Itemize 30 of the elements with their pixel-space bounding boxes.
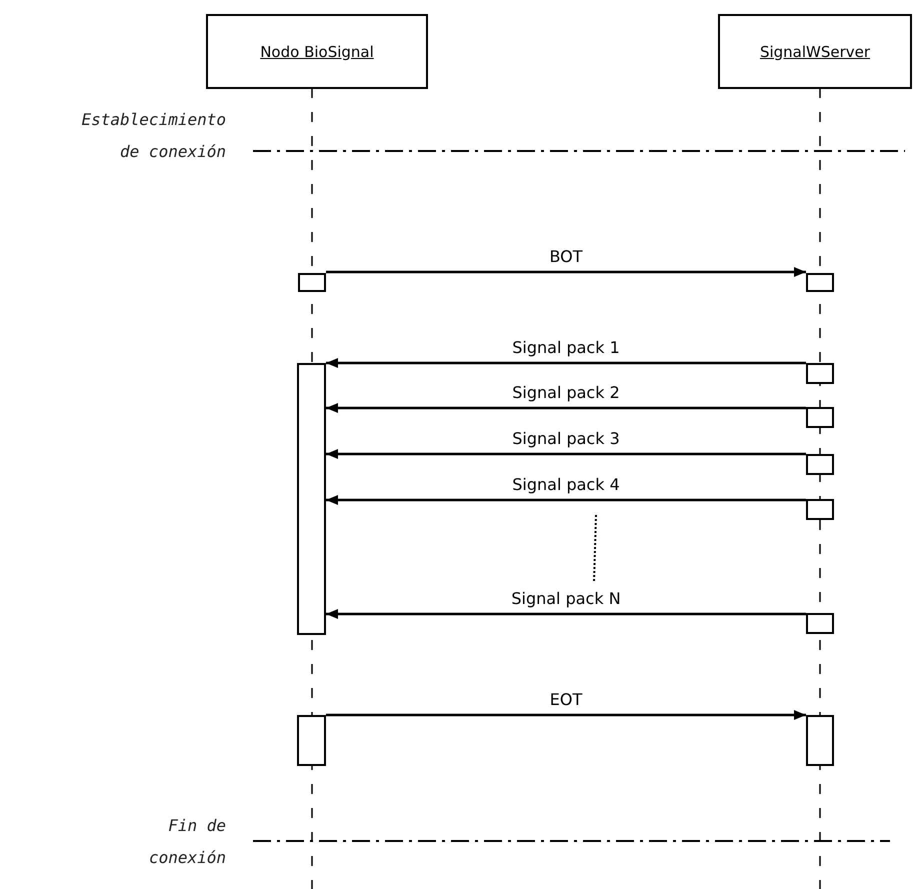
message-arrow [326, 403, 806, 413]
message-arrow [326, 609, 806, 619]
phase-label: Establecimiento de conexión [80, 109, 226, 163]
message-label: BOT [549, 247, 583, 266]
message-arrow [326, 449, 806, 459]
message-label: Signal pack 2 [512, 383, 620, 402]
activation-bar [297, 363, 326, 635]
participant-name: Nodo BioSignal [260, 42, 374, 60]
activation-bar [806, 363, 834, 384]
activation-bar [806, 499, 834, 520]
message-label: Signal pack 3 [512, 429, 620, 448]
activation-bar [297, 715, 326, 766]
message-arrow [326, 358, 806, 368]
activation-bar [298, 273, 326, 292]
message-arrow [326, 710, 806, 720]
participant-name: SignalWServer [760, 42, 870, 60]
message-arrow [326, 495, 806, 505]
activation-bar [806, 715, 834, 766]
message-label: Signal pack N [511, 589, 621, 608]
message-label: Signal pack 1 [512, 338, 620, 357]
activation-bar [806, 273, 834, 292]
message-arrow [326, 267, 806, 277]
activation-bar [806, 454, 834, 475]
message-label: Signal pack 4 [512, 475, 620, 494]
message-label: EOT [550, 690, 582, 709]
activation-bar [806, 407, 834, 428]
phase-label: Fin de conexión [148, 815, 226, 869]
lifeline-header-box [718, 14, 912, 89]
lifeline-header-box [206, 14, 428, 89]
activation-bar [806, 613, 834, 634]
